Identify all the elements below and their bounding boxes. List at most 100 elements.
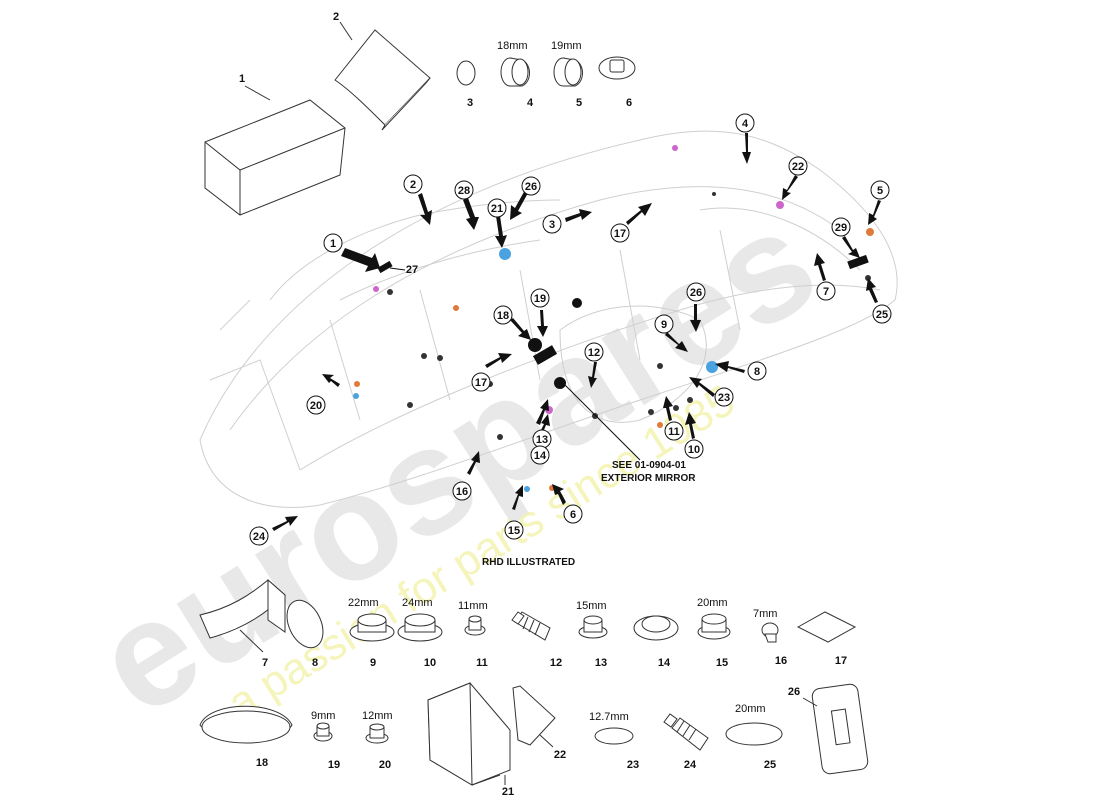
part-number: 22 <box>554 749 566 761</box>
blue-plug-marker <box>524 486 530 492</box>
callout-circle <box>504 520 524 540</box>
callout-number: 26 <box>525 181 537 193</box>
part-number: 23 <box>627 759 639 771</box>
callout-number: 10 <box>688 444 700 456</box>
part-1: 1 <box>204 73 346 216</box>
part-number: 12 <box>550 657 562 669</box>
pointer-arrow <box>715 361 745 373</box>
part-15: 20mm 15 <box>697 597 731 669</box>
car-body-outline <box>199 130 898 508</box>
callout-number: 19 <box>534 293 546 305</box>
pointer-arrow <box>782 175 798 200</box>
part-size: 22mm <box>348 597 379 609</box>
callout-number: 1 <box>330 238 336 250</box>
part-9: 22mm 9 <box>348 597 395 669</box>
callout-circle <box>747 361 767 381</box>
part-size: 19mm <box>551 40 582 52</box>
black-plug-marker <box>712 192 716 196</box>
callout-number: 24 <box>253 531 266 543</box>
part-size: 12.7mm <box>589 711 629 723</box>
part-number: 14 <box>658 657 671 669</box>
part-number: 17 <box>835 655 847 667</box>
pointer-arrow <box>742 133 751 164</box>
callout-circle <box>788 156 808 176</box>
part-size: 20mm <box>697 597 728 609</box>
part-size: 15mm <box>576 600 607 612</box>
pointer-arrow <box>665 332 688 352</box>
part-3: 3 <box>456 60 476 109</box>
part-number: 1 <box>239 73 245 85</box>
callout-number: 8 <box>754 366 760 378</box>
callout-circle <box>530 288 550 308</box>
black-plug-marker <box>592 413 598 419</box>
part-number: 4 <box>527 97 534 109</box>
callout-circle <box>872 304 892 324</box>
callout-number: 23 <box>718 392 730 404</box>
part-size: 11mm <box>458 600 488 612</box>
see-ref-line1: SEE 01-0904-01 <box>612 460 686 471</box>
pointer-arrow <box>495 216 507 248</box>
part-size: 20mm <box>735 703 766 715</box>
callout-number: 5 <box>877 185 883 197</box>
callout-number: 15 <box>508 525 520 537</box>
callout-number: 25 <box>876 309 888 321</box>
black-plug-marker <box>497 434 503 440</box>
blue-plug-marker <box>499 248 511 260</box>
orange-plug-marker <box>866 228 874 236</box>
callout-circle <box>684 439 704 459</box>
black-plug-marker <box>407 402 413 408</box>
black-plug-marker <box>528 338 542 352</box>
callout-number: 11 <box>668 426 680 438</box>
part-14: 14 <box>633 615 679 669</box>
part-number: 24 <box>684 759 697 771</box>
part-marker <box>377 260 393 274</box>
callout-number: 21 <box>491 203 503 215</box>
callout-number: 6 <box>570 509 576 521</box>
part-26: 26 <box>788 683 869 775</box>
part-number: 11 <box>476 657 488 669</box>
part-22: 22 <box>512 685 566 761</box>
pointer-arrow <box>868 200 881 225</box>
callout-circle <box>870 180 890 200</box>
black-plug-marker <box>687 397 693 403</box>
pointer-arrow <box>537 310 548 337</box>
rhd-note: RHD ILLUSTRATED <box>482 557 575 568</box>
pointer-arrow <box>536 399 549 425</box>
callout-circle <box>403 174 423 194</box>
callout-number: 13 <box>536 434 548 446</box>
callout-number: 18 <box>497 310 509 322</box>
callout-number: 29 <box>835 222 847 234</box>
pointer-arrow <box>689 377 715 397</box>
callout-circle <box>686 282 706 302</box>
part-20: 12mm 20 <box>362 710 393 771</box>
black-plug-marker <box>387 289 393 295</box>
part-19: 9mm 19 <box>311 710 340 771</box>
part-size: 9mm <box>311 710 335 722</box>
part-number: 18 <box>256 757 268 769</box>
part-number: 26 <box>788 686 800 698</box>
pointer-arrow <box>467 451 480 475</box>
magenta-plug-marker <box>672 145 678 151</box>
callout-number: 17 <box>614 228 626 240</box>
part-number: 10 <box>424 657 436 669</box>
part-8: 8 <box>286 599 324 669</box>
callout-circle <box>487 198 507 218</box>
part-4: 18mm 4 <box>497 40 534 109</box>
part-number: 16 <box>775 655 787 667</box>
orange-plug-marker <box>354 381 360 387</box>
callout-circle <box>323 233 343 253</box>
callout-circle <box>530 445 550 465</box>
part-number: 25 <box>764 759 776 771</box>
pointer-arrow <box>463 198 479 230</box>
pointer-arrow <box>685 412 696 439</box>
callout-circle <box>735 113 755 133</box>
callout-circle <box>493 305 513 325</box>
callout-number: 16 <box>456 486 468 498</box>
pointer-arrow <box>341 248 380 272</box>
callout-number: 3 <box>549 219 555 231</box>
black-plug-marker <box>437 355 443 361</box>
callout-circle <box>714 387 734 407</box>
part-17: 17 <box>796 611 857 667</box>
callout-number: 7 <box>823 286 829 298</box>
pointer-arrow <box>272 516 298 531</box>
